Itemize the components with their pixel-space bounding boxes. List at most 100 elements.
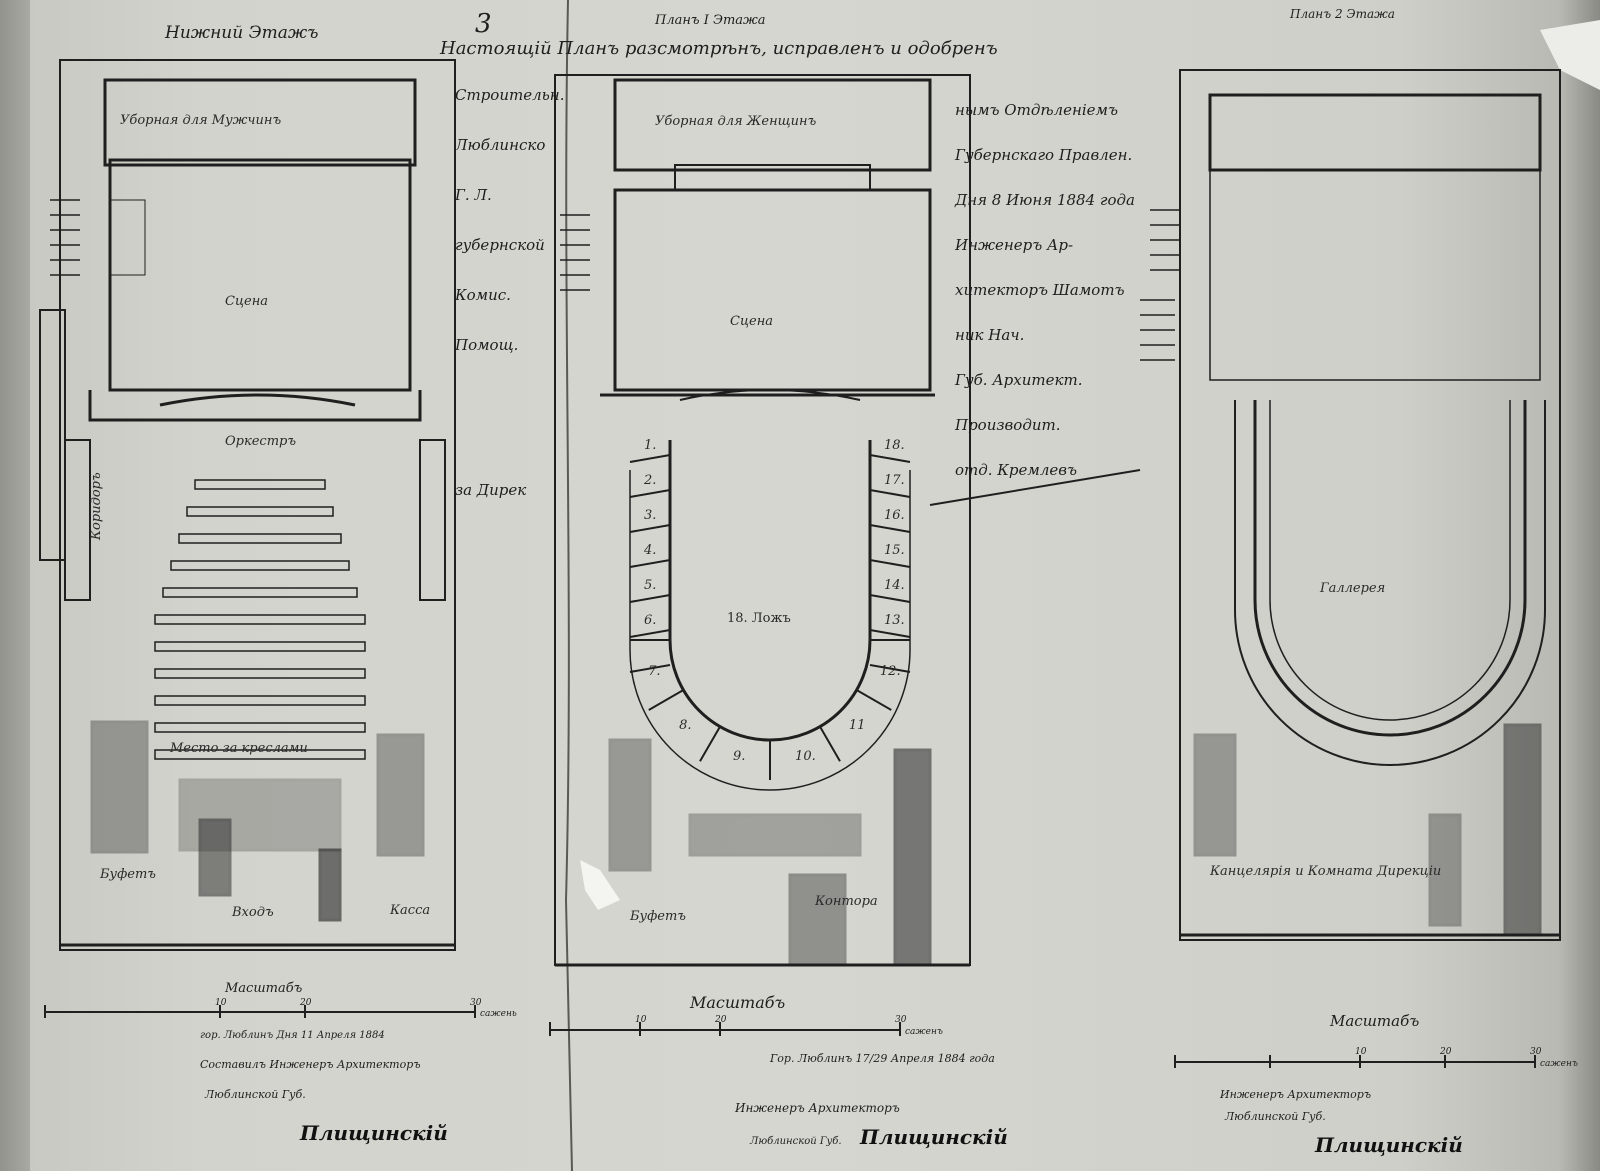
plan3-title: Планъ 2 Этажа [1289,7,1395,21]
box-partition [629,559,671,568]
plan2-room-0: Уборная для Женщинъ [655,114,817,129]
seat-row [186,506,334,517]
box-number: 2. [643,473,656,488]
plan2-sig-line1: Инженеръ Архитекторъ [734,1101,900,1115]
paper-tear [580,860,620,910]
box-number: 15. [884,543,905,558]
seat-row [154,722,366,733]
box-partition [869,559,911,568]
plan3-room-0: Галлерея [1319,581,1385,596]
plan1-scale-label: Масштабъ [224,981,303,996]
stair-hatching [50,199,1180,361]
approval-header: Настоящій Планъ разсмотрѣнъ, исправленъ … [439,38,998,59]
seat-row [194,479,326,490]
plan3-scale-tick-0: 10 [1355,1047,1367,1057]
plan3-scale-unit: саженъ [1540,1059,1578,1069]
seat-row [154,641,366,652]
seat-row [154,695,366,706]
approval-right-line: Производит. [954,416,1060,434]
approval-right-line: Дня 8 Июня 1884 года [954,191,1135,209]
plan1-scale-tick-0: 10 [215,998,227,1008]
plan1-sig-line1: Составилъ Инженеръ Архитекторъ [200,1058,421,1071]
plan1-sig-line2: Люблинской Губ. [204,1088,306,1101]
plan2-date-note: Гор. Люблинъ 17/29 Апреля 1884 года [769,1052,995,1065]
seat-rows [154,479,366,760]
plan3-scale-tick-1: 20 [1439,1047,1452,1057]
plan2-scale-label: Масштабъ [689,993,785,1012]
box-partition [629,664,671,673]
plan-first-floor [554,74,971,967]
box-partition [629,524,671,533]
box-partition [629,629,671,638]
seat-row [154,614,366,625]
approval-right-line: Инженеръ Ар- [954,236,1073,254]
box-partition [869,524,911,533]
plan1-date-note: гор. Люблинъ Дня 11 Апреля 1884 [200,1030,385,1041]
plan1-scale-tick-2: 30 [470,998,482,1008]
plan1-room-1: Сцена [225,294,268,309]
box-number: 5. [644,578,656,593]
plan1-scale-tick-1: 20 [299,998,312,1008]
approval-right-line: хитекторъ Шамотъ [955,281,1125,299]
plan1-title: Нижний Этажъ [164,23,319,43]
plan3-sig-line2: Люблинской Губ. [1224,1110,1326,1123]
plan3-scale-tick-2: 30 [1530,1047,1542,1057]
plan2-scale-unit: саженъ [905,1027,943,1037]
approval-right-line: Губ. Архитект. [954,371,1082,389]
box-partition [869,454,911,463]
box-number: 17. [884,473,905,488]
plan1-sig-name: Плищинскій [299,1121,448,1145]
plan2-room-1: Сцена [730,314,773,329]
plan2-sig-name: Плищинскій [859,1125,1008,1149]
box-partition [629,454,671,463]
box-number: 1. [644,438,656,453]
plan2-room-2: 18. Ложъ [727,611,791,626]
box-number: 8. [679,718,691,733]
approval-left-line: Помощ. [454,336,518,354]
box-partition [856,689,892,711]
plan2-scale-tick-0: 10 [635,1015,647,1025]
plan3-room-1: Канцелярія и Комната Дирекціи [1209,864,1441,879]
seat-row [178,533,342,544]
plan1-room-0: Уборная для Мужчинъ [120,113,281,128]
plan3-scale-label: Масштабъ [1329,1012,1419,1030]
box-partition [869,629,911,638]
box-number: 11 [849,718,866,733]
center-fold [564,0,573,1171]
approval-right-line: ник Нач. [955,326,1024,344]
seat-row [170,560,350,571]
box-partition [648,689,684,711]
box-numbers: 1.2.3.4.5.6.7.8.9.10.1112.13.14.15.16.17… [643,438,905,764]
plan1-scale-unit: сажень [480,1009,517,1019]
box-number: 13. [884,613,905,628]
approval-left-line: Г. Л. [454,186,492,204]
box-number: 6. [644,613,656,628]
plan1-room-3: Коридоръ [89,472,104,541]
plan1-room-7: Касса [389,903,430,918]
plan2-room-4: Контора [814,894,878,909]
box-partition [629,489,671,498]
approval-left-line: Строительн. [455,86,564,104]
box-partition [869,489,911,498]
box-partition [629,594,671,603]
box-number: 9. [733,749,745,764]
plan1-room-2: Оркестръ [225,434,296,449]
box-number: 14. [884,578,905,593]
box-number: 7. [648,664,660,679]
approval-right-line: отд. Кремлевъ [955,461,1077,479]
plan2-sig-line2: Люблинской Губ. [749,1136,842,1147]
box-number: 3. [644,508,656,523]
plan1-room-6: Входъ [231,905,274,920]
seat-row [154,668,366,679]
box-number: 10. [795,749,816,764]
approval-left-line: за Дирек [455,481,526,499]
left-edge-stain [0,0,30,1171]
box-number: 18. [884,438,905,453]
approval-left-line: Люблинско [454,136,545,154]
approval-line [929,469,1141,506]
plan1-room-4: Место за креслами [169,741,308,756]
plan3-sig-name: Плищинскій [1314,1133,1463,1157]
